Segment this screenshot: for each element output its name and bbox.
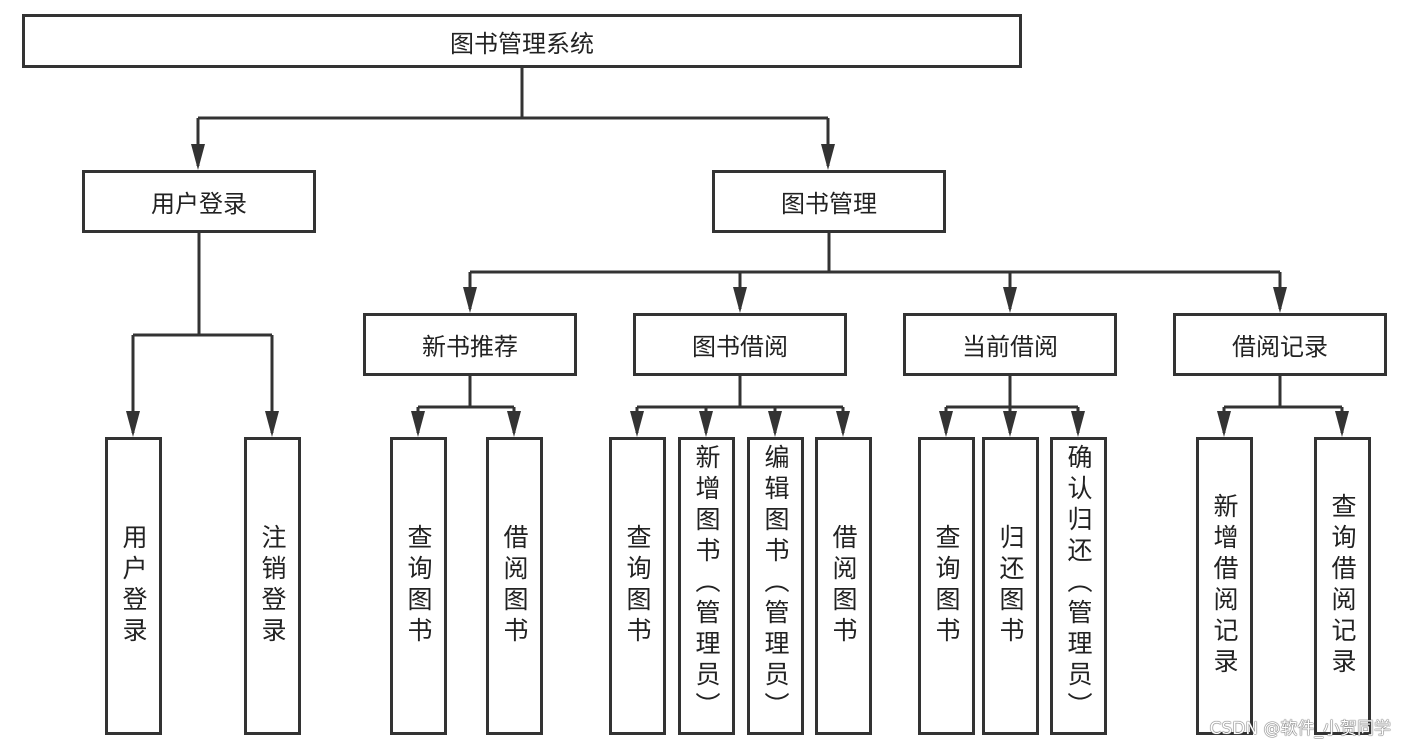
- arrowhead-icon: [1003, 287, 1017, 313]
- leaf-node: 查询图书: [390, 437, 447, 735]
- leaf-node: 查询图书: [918, 437, 975, 735]
- leaf-label: 确认归还（管理员）: [1064, 444, 1093, 723]
- leaf-node: 借阅图书: [815, 437, 872, 735]
- leaf-label: 查询图书: [623, 524, 652, 648]
- arrowhead-icon: [507, 411, 521, 437]
- leaf-node: 查询借阅记录: [1314, 437, 1371, 735]
- arrowhead-icon: [733, 287, 747, 313]
- leaf-label: 归还图书: [996, 524, 1025, 648]
- arrowhead-icon: [1071, 411, 1085, 437]
- leaf-node: 归还图书: [982, 437, 1039, 735]
- leaf-label: 借阅图书: [500, 524, 529, 648]
- leaf-node: 新增图书（管理员）: [678, 437, 735, 735]
- arrowhead-icon: [411, 411, 425, 437]
- arrowhead-icon: [1273, 287, 1287, 313]
- arrowhead-icon: [191, 144, 205, 170]
- arrowhead-icon: [1003, 411, 1017, 437]
- module-user-login: 用户登录: [82, 170, 316, 233]
- leaf-node: 编辑图书（管理员）: [747, 437, 804, 735]
- leaf-node: 确认归还（管理员）: [1050, 437, 1107, 735]
- arrowhead-icon: [821, 144, 835, 170]
- arrowhead-icon: [265, 411, 279, 437]
- submodule-node: 当前借阅: [903, 313, 1117, 376]
- leaf-label: 用户登录: [119, 524, 148, 648]
- arrowhead-icon: [1335, 411, 1349, 437]
- leaf-node: 借阅图书: [486, 437, 543, 735]
- leaf-label: 查询图书: [932, 524, 961, 648]
- leaf-label: 查询图书: [404, 524, 433, 648]
- submodule-node: 借阅记录: [1173, 313, 1387, 376]
- arrowhead-icon: [836, 411, 850, 437]
- leaf-node: 用户登录: [105, 437, 162, 735]
- leaf-label: 新增图书（管理员）: [692, 444, 721, 723]
- arrowhead-icon: [630, 411, 644, 437]
- arrowhead-icon: [1217, 411, 1231, 437]
- leaf-label: 查询借阅记录: [1328, 493, 1357, 679]
- leaf-node: 注销登录: [244, 437, 301, 735]
- submodule-node: 图书借阅: [633, 313, 847, 376]
- arrowhead-icon: [939, 411, 953, 437]
- leaf-node: 新增借阅记录: [1196, 437, 1253, 735]
- watermark: CSDN @软件_小贺同学: [1209, 719, 1391, 739]
- arrowhead-icon: [699, 411, 713, 437]
- arrowhead-icon: [768, 411, 782, 437]
- leaf-label: 借阅图书: [829, 524, 858, 648]
- arrowhead-icon: [126, 411, 140, 437]
- leaf-label: 编辑图书（管理员）: [761, 444, 790, 723]
- arrowhead-icon: [463, 287, 477, 313]
- root-node: 图书管理系统: [22, 14, 1022, 68]
- leaf-label: 新增借阅记录: [1210, 493, 1239, 679]
- module-book-management: 图书管理: [712, 170, 946, 233]
- submodule-node: 新书推荐: [363, 313, 577, 376]
- leaf-label: 注销登录: [258, 524, 287, 648]
- leaf-node: 查询图书: [609, 437, 666, 735]
